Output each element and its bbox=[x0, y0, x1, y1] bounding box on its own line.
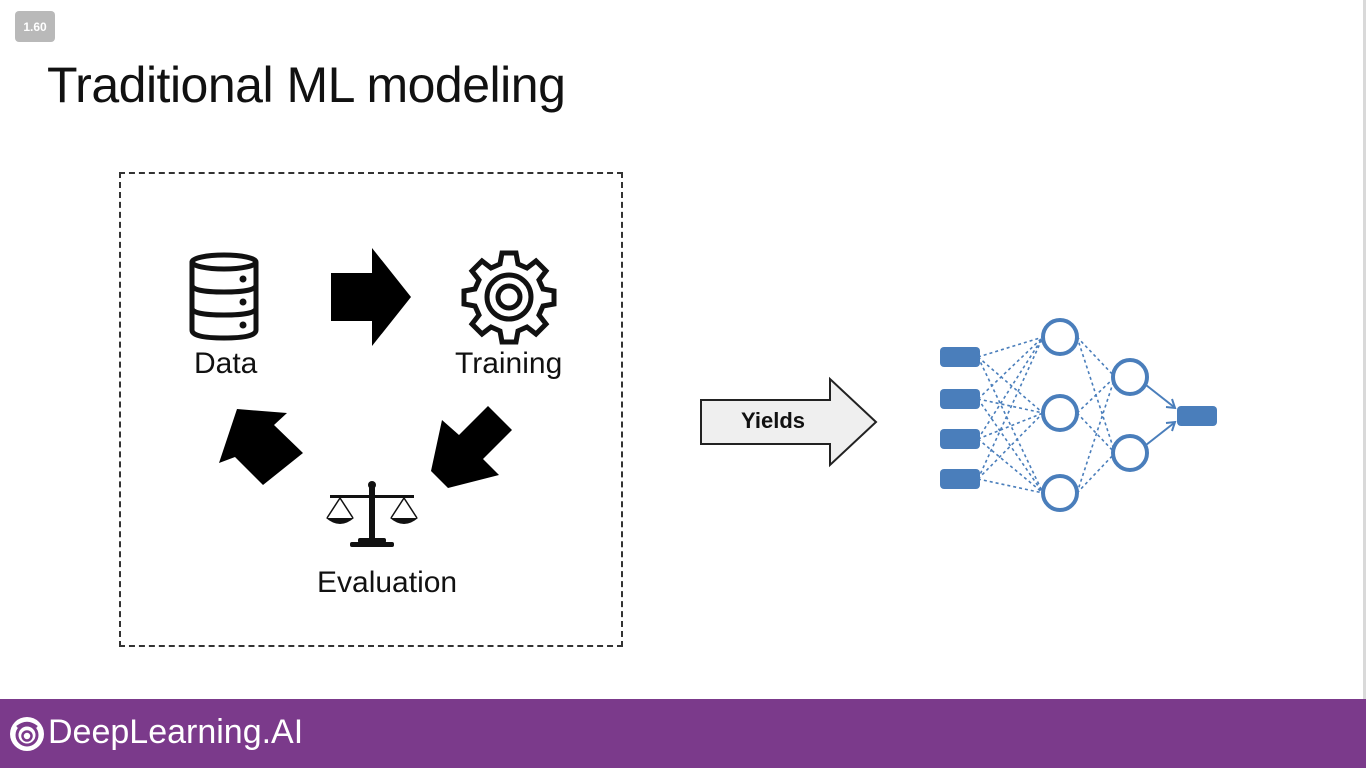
arrow-up-left-icon bbox=[219, 409, 303, 485]
balance-scale-icon bbox=[326, 481, 418, 547]
ml-cycle-box bbox=[119, 172, 623, 647]
brand-name: DeepLearning.AI bbox=[48, 713, 304, 751]
arrow-right-icon bbox=[331, 248, 411, 346]
slide-title: Traditional ML modeling bbox=[47, 57, 566, 113]
window-edge bbox=[1363, 0, 1366, 699]
training-label: Training bbox=[455, 347, 563, 380]
deeplearning-logo-icon bbox=[10, 717, 44, 751]
yields-arrow bbox=[700, 376, 878, 468]
neural-network-diagram bbox=[940, 318, 1217, 512]
database-icon bbox=[189, 252, 259, 341]
evaluation-label: Evaluation bbox=[317, 566, 458, 599]
yields-label: Yields bbox=[741, 408, 805, 433]
arrow-down-left-icon bbox=[431, 406, 512, 488]
footer-bar: DeepLearning.AI bbox=[0, 699, 1366, 768]
gear-icon bbox=[461, 250, 557, 345]
data-label: Data bbox=[194, 347, 258, 380]
playback-speed-badge[interactable]: 1.60 bbox=[15, 11, 55, 42]
